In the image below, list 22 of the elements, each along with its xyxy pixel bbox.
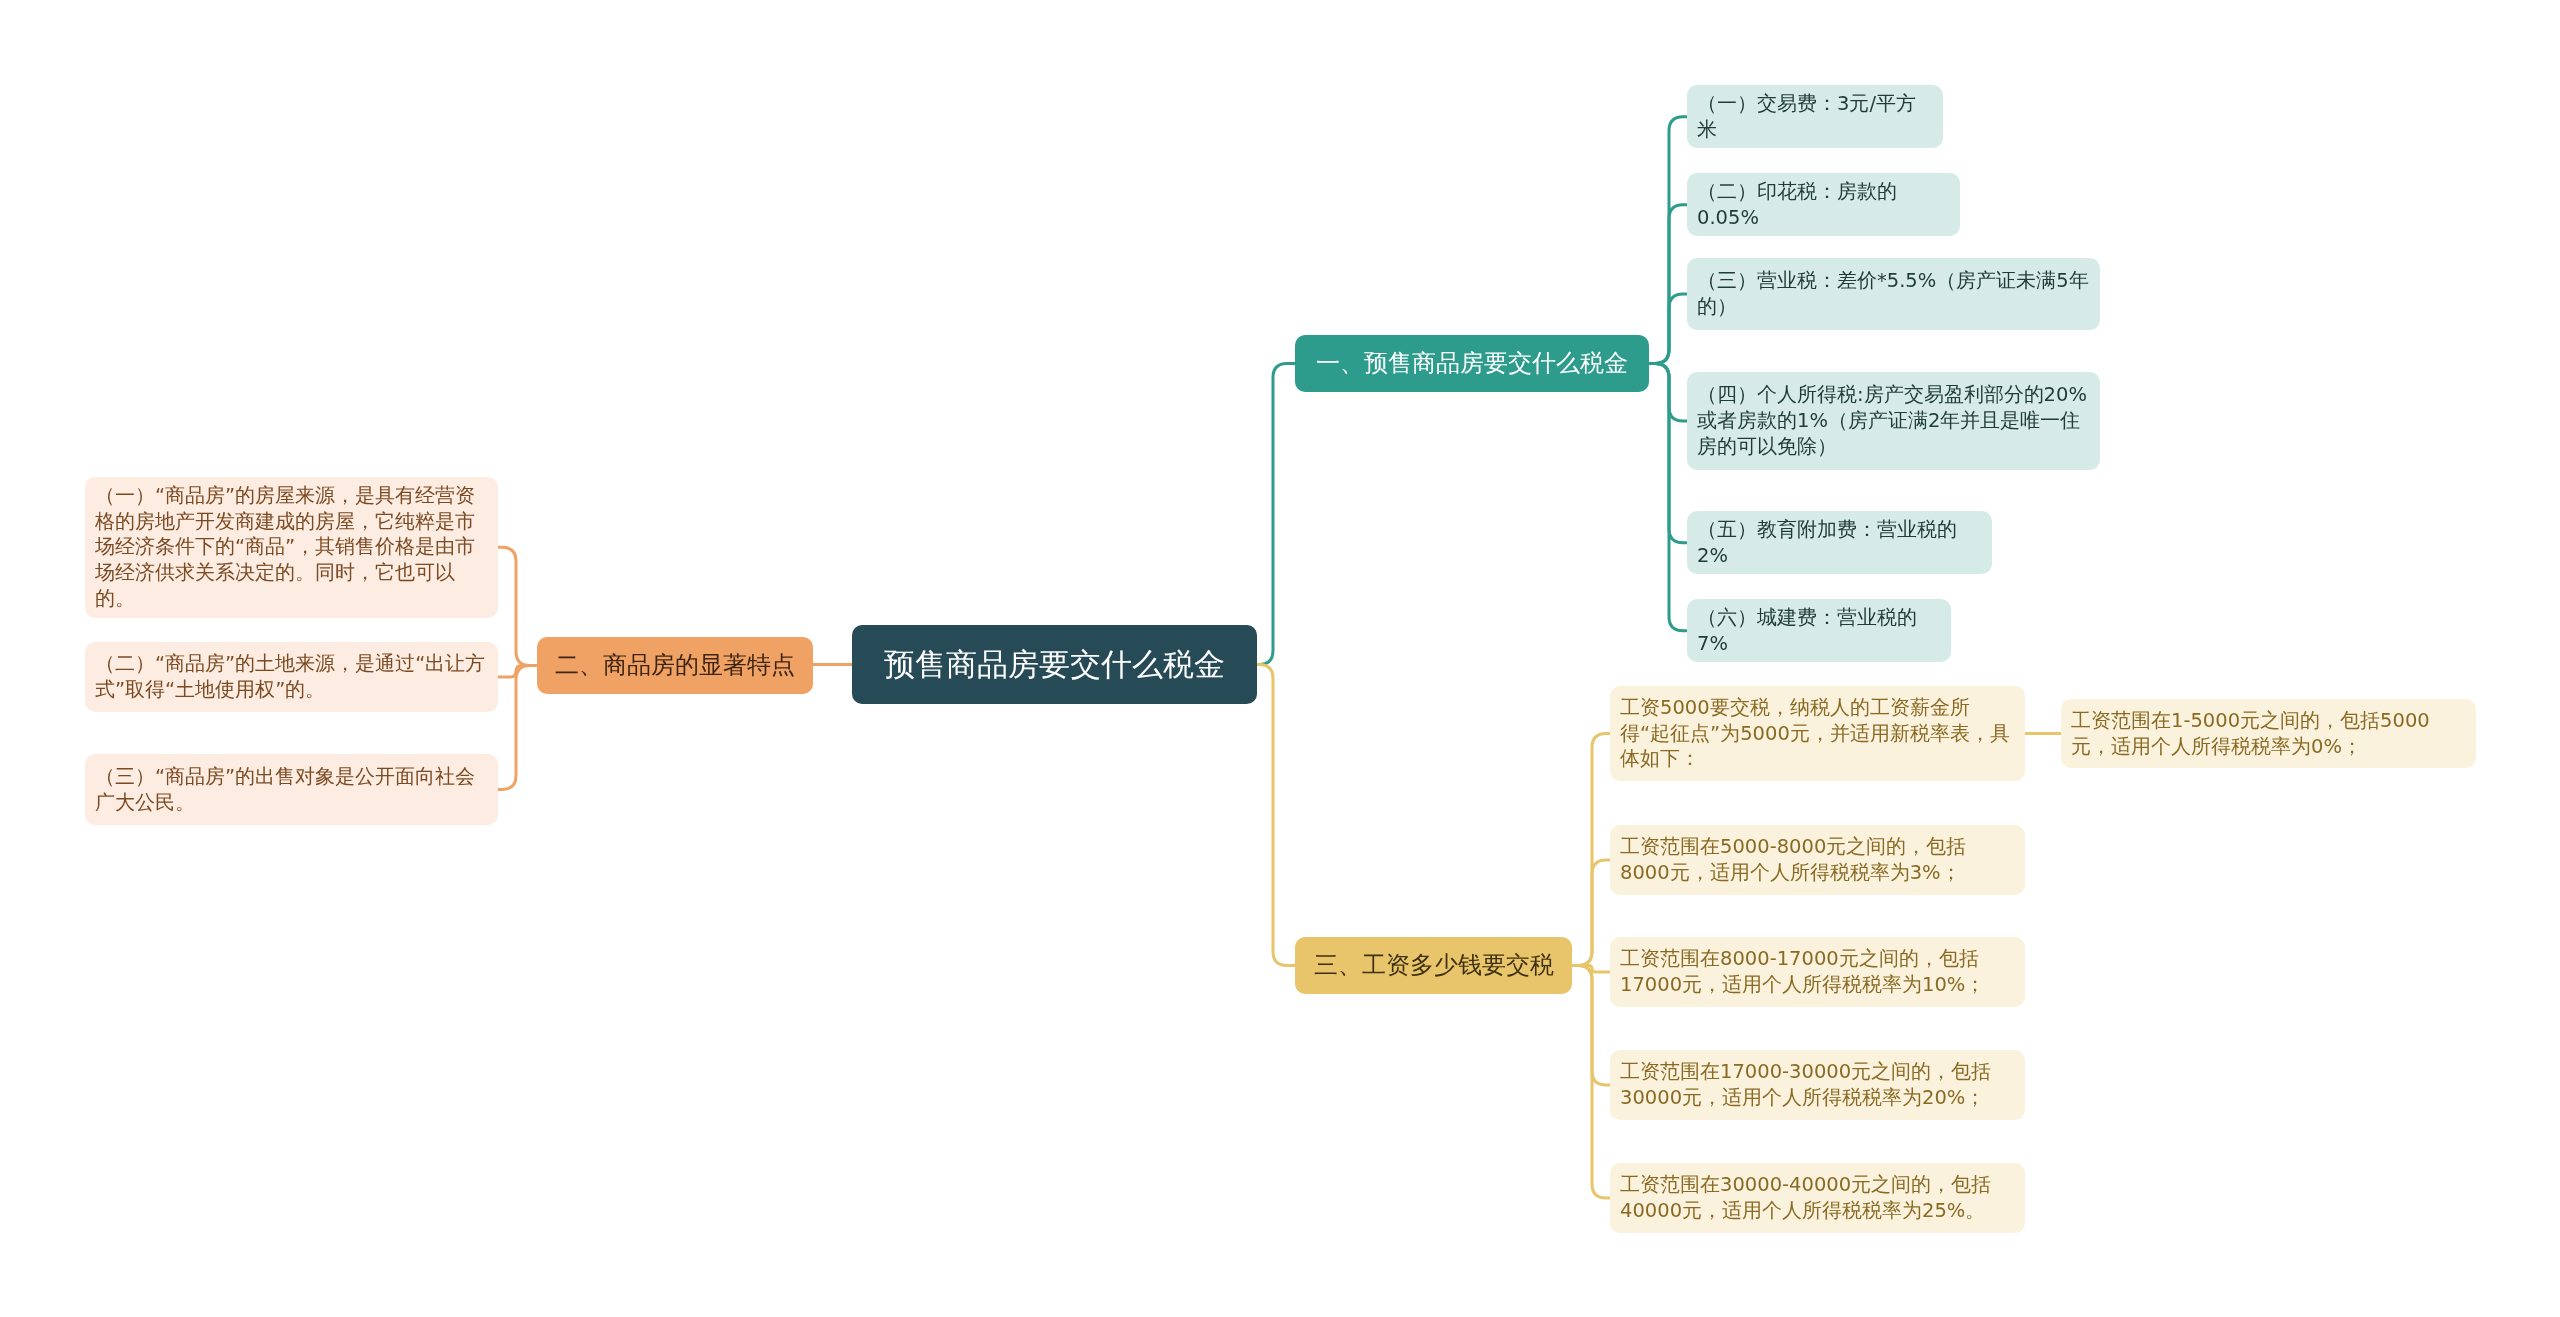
topic-box: 工资5000要交税，纳税人的工资薪金所得“起征点”为5000元，并适用新税率表，具体如下： <box>1610 686 2025 781</box>
topic-box: 工资范围在17000-30000元之间的，包括30000元，适用个人所得税税率为20%； <box>1610 1050 2025 1120</box>
topic-box: （四）个人所得税:房产交易盈利部分的20%或者房款的1%（房产证满2年并且是唯一住房的可以免除） <box>1687 372 2100 470</box>
topic-box: （三）营业税：差价*5.5%（房产证未满5年的） <box>1687 258 2100 330</box>
topic-box: （二）“商品房”的土地来源，是通过“出让方式”取得“土地使用权”的。 <box>85 642 498 712</box>
topic-box: （六）城建费：营业税的7% <box>1687 599 1951 663</box>
topic-box: 工资范围在8000-17000元之间的，包括17000元，适用个人所得税税率为10%； <box>1610 937 2025 1007</box>
connector-line <box>813 663 852 666</box>
topic-box: （一）交易费：3元/平方米 <box>1687 85 1943 149</box>
topic-box: 工资范围在30000-40000元之间的，包括40000元，适用个人所得税税率为25%。 <box>1610 1163 2025 1233</box>
topic-box: （三）“商品房”的出售对象是公开面向社会广大公民。 <box>85 754 498 825</box>
topic-box: 工资范围在5000-8000元之间的，包括8000元，适用个人所得税税率为3%； <box>1610 825 2025 895</box>
connector-line <box>2025 732 2061 735</box>
topic-box: 工资范围在1-5000元之间的，包括5000元，适用个人所得税税率为0%； <box>2061 699 2476 768</box>
branch-topic-box: 一、预售商品房要交什么税金 <box>1295 335 1649 392</box>
branch-topic-box: 三、工资多少钱要交税 <box>1295 937 1572 994</box>
connector-line <box>1256 663 1295 967</box>
branch-topic-box: 二、商品房的显著特点 <box>537 637 813 694</box>
topic-box: （五）教育附加费：营业税的2% <box>1687 511 1992 575</box>
central-topic-box: 预售商品房要交什么税金 <box>852 625 1257 704</box>
topic-box: （二）印花税：房款的0.05% <box>1687 173 1960 237</box>
topic-box: （一）“商品房”的房屋来源，是具有经营资格的房地产开发商建成的房屋，它纯粹是市场经济条件下的“商品”，其销售价格是由市场经济供求关系决定的。同时，它也可以的。 <box>85 477 498 618</box>
